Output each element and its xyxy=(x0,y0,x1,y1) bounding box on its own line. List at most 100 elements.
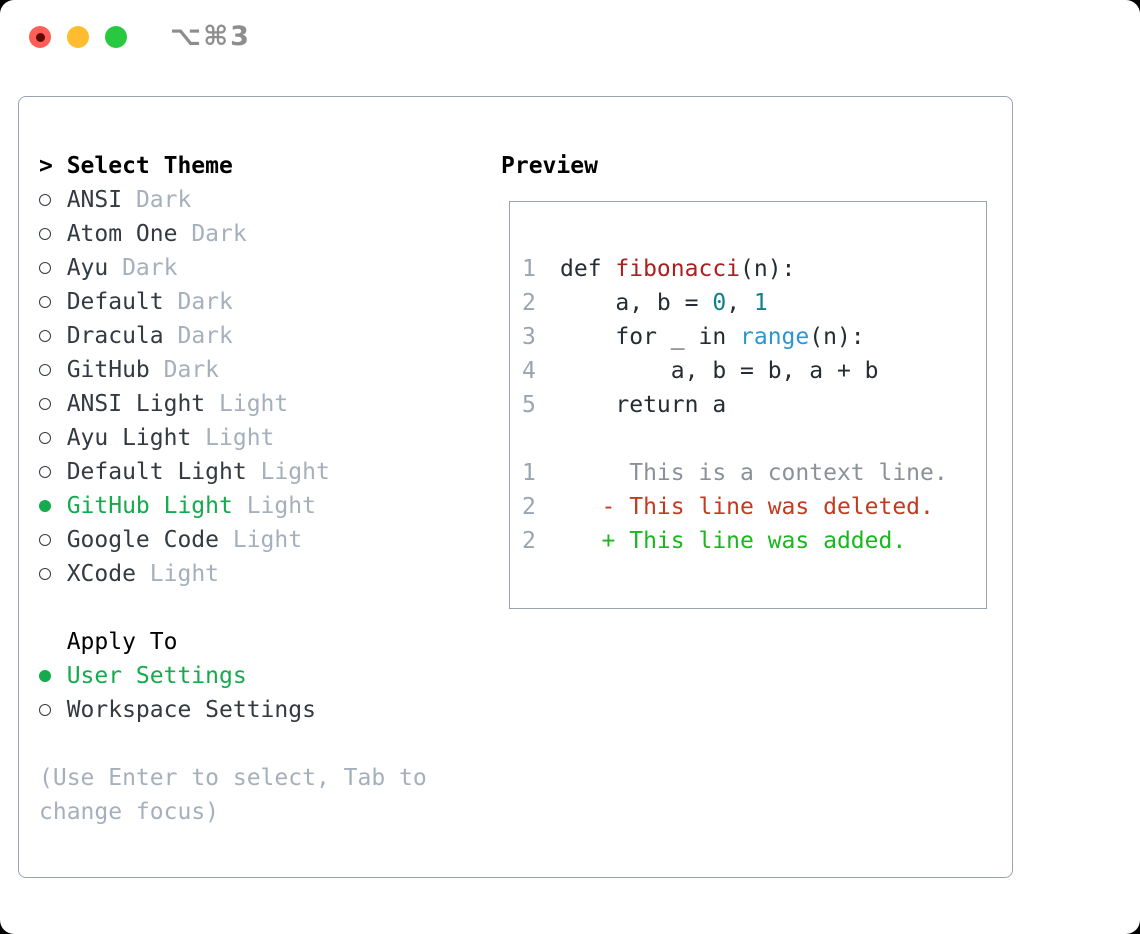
code-text: return a xyxy=(560,392,727,418)
theme-variant: Light xyxy=(149,561,220,587)
radio-icon xyxy=(39,398,67,410)
theme-item-dracula[interactable]: Dracula Dark xyxy=(39,319,427,353)
line-number: 5 xyxy=(522,392,536,418)
select-theme-header: > Select Theme xyxy=(39,149,427,183)
radio-icon xyxy=(39,228,67,240)
line-number: 4 xyxy=(522,358,536,384)
hint-text: (Use Enter to select, Tab to change focus… xyxy=(39,761,427,829)
radio-icon xyxy=(39,262,67,274)
window-title: ⌥⌘3 xyxy=(170,21,251,52)
preview-title: Preview xyxy=(501,153,598,179)
theme-name: ANSI xyxy=(66,187,136,213)
theme-item-ayu[interactable]: Ayu Dark xyxy=(39,251,427,285)
theme-item-default-light[interactable]: Default Light Light xyxy=(39,455,427,489)
diff-block: 1 This is a context line.2 - This line w… xyxy=(522,456,986,558)
theme-variant: Light xyxy=(246,493,316,519)
code-text: def fibonacci(n): xyxy=(560,256,796,282)
radio-icon xyxy=(39,296,67,308)
radio-icon xyxy=(39,432,67,444)
prompt-caret-icon: > xyxy=(39,153,53,179)
theme-variant: Light xyxy=(232,527,303,553)
hint-line-1: (Use Enter to select, Tab to xyxy=(39,765,427,791)
line-number: 2 xyxy=(522,494,536,520)
theme-name: Google Code xyxy=(66,527,233,553)
code-line-5: 5 return a xyxy=(522,388,986,422)
select-theme-title: Select Theme xyxy=(66,153,233,179)
diff-text: + This line was added. xyxy=(560,528,907,554)
theme-name: GitHub Light xyxy=(66,493,247,519)
maximize-button[interactable] xyxy=(105,26,127,48)
diff-text: - This line was deleted. xyxy=(560,494,934,520)
radio-icon xyxy=(39,194,67,206)
theme-name: ANSI Light xyxy=(66,391,220,417)
code-line-3: 3 for _ in range(n): xyxy=(522,320,986,354)
radio-icon xyxy=(39,466,67,478)
apply-option-user-settings[interactable]: User Settings xyxy=(39,659,427,693)
radio-icon xyxy=(39,330,67,342)
radio-icon xyxy=(39,364,67,376)
theme-name: XCode xyxy=(66,561,150,587)
code-line-4: 4 a, b = b, a + b xyxy=(522,354,986,388)
theme-item-github-light[interactable]: GitHub Light Light xyxy=(39,489,427,523)
code-text: a, b = 0, 1 xyxy=(560,290,768,316)
minimize-button[interactable] xyxy=(67,26,89,48)
theme-item-ayu-light[interactable]: Ayu Light Light xyxy=(39,421,427,455)
theme-name: Default Light xyxy=(66,459,261,485)
line-number: 1 xyxy=(522,256,536,282)
line-number: 3 xyxy=(522,324,536,350)
diff-line-deleted: 2 - This line was deleted. xyxy=(522,490,986,524)
apply-option-label: Workspace Settings xyxy=(66,697,316,723)
theme-variant: Dark xyxy=(177,323,233,349)
theme-variant: Light xyxy=(205,425,275,451)
theme-variant: Dark xyxy=(135,187,192,213)
line-number: 2 xyxy=(522,290,536,316)
code-text: a, b = b, a + b xyxy=(560,358,879,384)
close-button[interactable] xyxy=(29,26,51,48)
theme-item-default[interactable]: Default Dark xyxy=(39,285,427,319)
theme-name: Default xyxy=(66,289,178,315)
radio-icon xyxy=(39,534,67,546)
theme-item-atom-one[interactable]: Atom One Dark xyxy=(39,217,427,251)
line-number: 1 xyxy=(522,460,536,486)
radio-icon xyxy=(39,568,67,580)
theme-item-ansi[interactable]: ANSI Dark xyxy=(39,183,427,217)
theme-name: GitHub xyxy=(66,357,164,383)
theme-name: Dracula xyxy=(66,323,178,349)
close-dot-icon xyxy=(35,32,45,42)
theme-item-google-code[interactable]: Google Code Light xyxy=(39,523,427,557)
theme-variant: Dark xyxy=(122,255,178,281)
diff-text: This is a context line. xyxy=(560,460,948,486)
apply-option-workspace-settings[interactable]: Workspace Settings xyxy=(39,693,427,727)
diff-line-context: 1 This is a context line. xyxy=(522,456,986,490)
theme-variant: Dark xyxy=(177,289,233,315)
radio-selected-icon xyxy=(39,500,67,512)
theme-variant: Light xyxy=(219,391,289,417)
line-number: 2 xyxy=(522,528,536,554)
code-text: for _ in range(n): xyxy=(560,324,865,350)
theme-name: Atom One xyxy=(66,221,192,247)
theme-variant: Dark xyxy=(191,221,247,247)
apply-to-title: Apply To xyxy=(66,629,178,655)
apply-option-label: User Settings xyxy=(66,663,247,689)
theme-variant: Light xyxy=(260,459,330,485)
theme-item-xcode[interactable]: XCode Light xyxy=(39,557,427,591)
theme-item-github[interactable]: GitHub Dark xyxy=(39,353,427,387)
code-line-2: 2 a, b = 0, 1 xyxy=(522,286,986,320)
apply-to-header: Apply To xyxy=(39,625,427,659)
theme-variant: Dark xyxy=(163,357,220,383)
diff-line-added: 2 + This line was added. xyxy=(522,524,986,558)
theme-item-ansi-light[interactable]: ANSI Light Light xyxy=(39,387,427,421)
titlebar: ⌥⌘3 xyxy=(29,21,251,52)
radio-icon xyxy=(39,704,67,716)
radio-selected-icon xyxy=(39,670,67,682)
theme-name: Ayu xyxy=(66,255,123,281)
code-line-1: 1 def fibonacci(n): xyxy=(522,252,986,286)
hint-line-2: change focus) xyxy=(39,799,220,825)
